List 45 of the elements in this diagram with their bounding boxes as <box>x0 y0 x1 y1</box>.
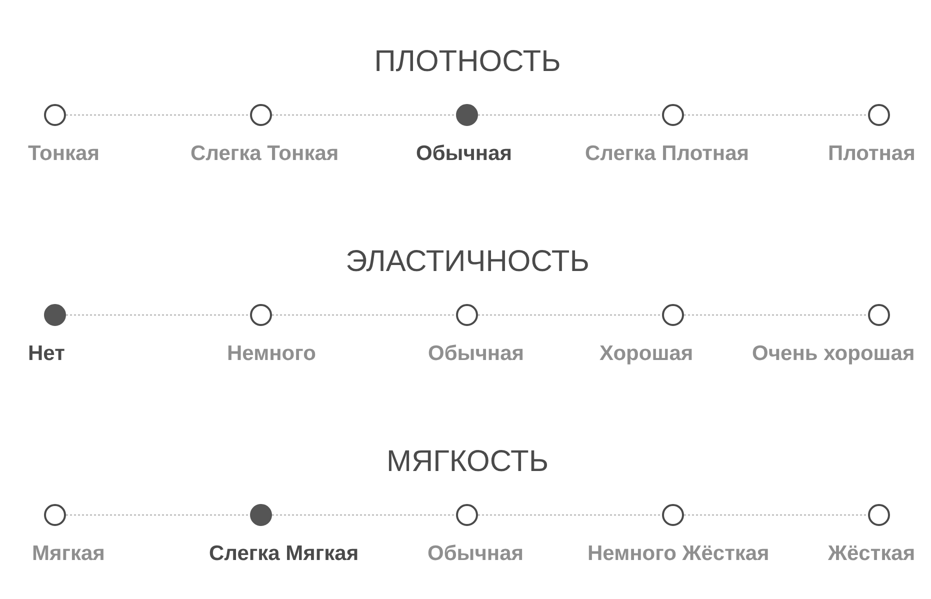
scale-option-label: Плотная <box>828 143 916 165</box>
scale-circle <box>44 504 66 526</box>
scale-option-label: Мягкая <box>32 543 105 565</box>
dotted-connector <box>478 314 662 316</box>
scale-heading: МЯГКОСТЬ <box>386 447 549 477</box>
scale-circle <box>250 104 272 126</box>
dotted-connector <box>272 514 456 516</box>
scale-heading: ПЛОТНОСТЬ <box>374 47 561 77</box>
scale-option-label: Слегка Тонкая <box>190 143 339 165</box>
selected-option-label: Нет <box>28 343 65 365</box>
selected-scale-dot <box>250 504 272 526</box>
scale-circle <box>662 104 684 126</box>
scale-option-label: Хорошая <box>600 343 694 365</box>
dotted-connector <box>272 314 456 316</box>
scale-circle <box>662 504 684 526</box>
dotted-connector <box>684 314 868 316</box>
scale-option-label: Очень хорошая <box>752 343 915 365</box>
selected-scale-dot <box>44 304 66 326</box>
scale-option-label: Немного <box>227 343 316 365</box>
selected-scale-dot <box>456 104 478 126</box>
dotted-connector <box>478 514 662 516</box>
scale-heading: ЭЛАСТИЧНОСТЬ <box>346 247 590 277</box>
dotted-connector <box>684 114 868 116</box>
scale-option-label: Обычная <box>428 343 524 365</box>
selected-option-label: Слегка Мягкая <box>209 543 359 565</box>
scale-circle <box>44 104 66 126</box>
dotted-connector <box>478 114 662 116</box>
selected-option-label: Обычная <box>416 143 512 165</box>
scale-circle <box>868 304 890 326</box>
scale-option-label: Слегка Плотная <box>585 143 750 165</box>
scale-circle <box>868 104 890 126</box>
scale-circle <box>868 504 890 526</box>
scale-circle <box>662 304 684 326</box>
scale-option-label: Обычная <box>428 543 524 565</box>
scale-option-label: Тонкая <box>28 143 100 165</box>
scale-option-label: Немного Жёсткая <box>588 543 770 565</box>
scale-circle <box>456 304 478 326</box>
dotted-connector <box>66 514 250 516</box>
dotted-connector <box>66 114 250 116</box>
scale-circle <box>250 304 272 326</box>
dotted-connector <box>66 314 250 316</box>
scale-circle <box>456 504 478 526</box>
scale-option-label: Жёсткая <box>828 543 916 565</box>
dotted-connector <box>272 114 456 116</box>
dotted-connector <box>684 514 868 516</box>
